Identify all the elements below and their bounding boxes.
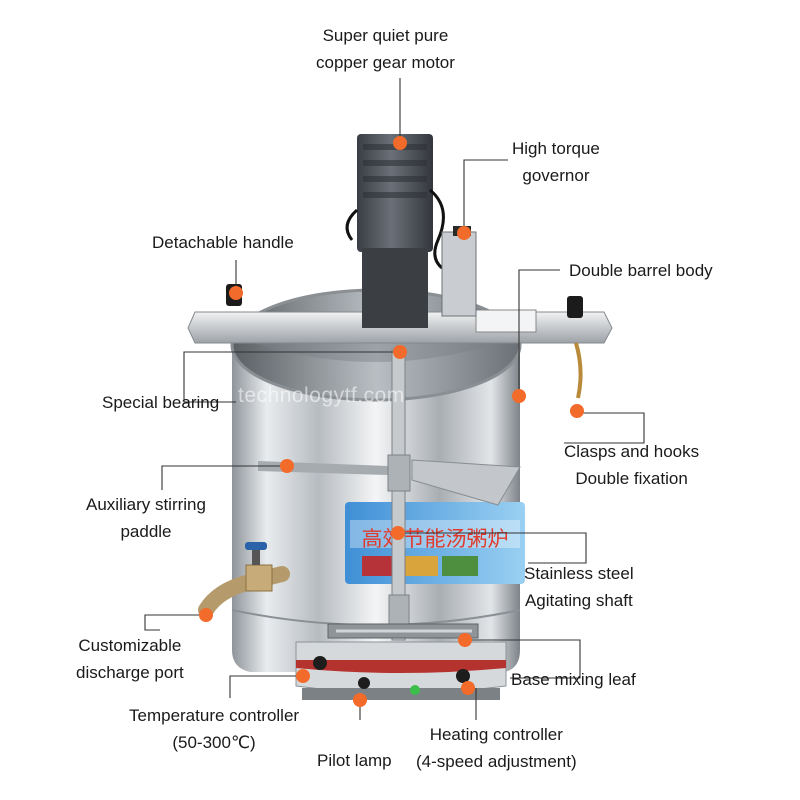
label-bearing: Special bearing — [102, 389, 219, 416]
label-discharge-line1: Customizable — [78, 636, 182, 655]
marker-base-leaf — [458, 633, 472, 647]
pot-label-panel: 高效节能汤粥炉 — [345, 502, 525, 584]
label-paddle-line2: paddle — [120, 522, 172, 541]
marker-paddle — [280, 459, 294, 473]
label-motor-line1: Super quiet pure — [322, 26, 449, 45]
marker-dots — [199, 136, 584, 707]
label-base-leaf-line1: Base mixing leaf — [511, 670, 636, 689]
label-motor: Super quiet pure copper gear motor — [316, 22, 455, 76]
base-mixing-leaf — [327, 623, 479, 639]
watermark: technologytf.com — [238, 384, 405, 407]
label-handle-line1: Detachable handle — [152, 233, 294, 252]
label-governor-line1: High torque — [512, 139, 600, 158]
gear-motor — [345, 134, 445, 328]
label-base-leaf: Base mixing leaf — [511, 666, 636, 693]
label-barrel: Double barrel body — [569, 257, 713, 284]
label-clasps-line1: Clasps and hooks — [564, 442, 700, 461]
label-barrel-line1: Double barrel body — [569, 261, 713, 280]
marker-discharge — [199, 608, 213, 622]
label-heating-line2: (4-speed adjustment) — [416, 752, 577, 771]
clasp-hook — [574, 342, 583, 399]
label-paddle-line1: Auxiliary stirring — [86, 495, 206, 514]
label-clasps-line2: Double fixation — [575, 469, 688, 488]
marker-temp — [296, 669, 310, 683]
label-heating-line1: Heating controller — [429, 725, 563, 744]
label-pilot-line1: Pilot lamp — [317, 751, 392, 770]
marker-motor — [393, 136, 407, 150]
marker-barrel — [512, 389, 526, 403]
marker-handle — [229, 286, 243, 300]
indicator-light — [410, 685, 420, 695]
marker-shaft — [391, 526, 405, 540]
label-temp: Temperature controller (50-300℃) — [129, 702, 299, 756]
label-temp-line1: Temperature controller — [129, 706, 300, 725]
marker-clasps — [570, 404, 584, 418]
discharge-port — [198, 542, 290, 618]
label-discharge-line2: discharge port — [76, 663, 184, 682]
label-shaft-line2: Agitating shaft — [524, 591, 633, 610]
label-bearing-line1: Special bearing — [102, 393, 220, 412]
label-handle: Detachable handle — [152, 229, 294, 256]
governor-box — [441, 226, 477, 317]
label-temp-line2: (50-300℃) — [172, 733, 256, 752]
label-shaft-line1: Stainless steel — [524, 564, 634, 583]
pilot-lamp-body — [358, 677, 370, 689]
label-pilot: Pilot lamp — [317, 747, 392, 774]
marker-bearing — [393, 345, 407, 359]
handle-right — [567, 296, 583, 318]
marker-pilot — [353, 693, 367, 707]
label-governor-line2: governor — [522, 166, 590, 185]
label-discharge: Customizable discharge port — [76, 632, 184, 686]
agitating-shaft — [387, 349, 411, 641]
leader-lines — [144, 78, 645, 720]
label-governor: High torque governor — [512, 135, 600, 189]
marker-governor — [457, 226, 471, 240]
label-clasps: Clasps and hooks Double fixation — [564, 438, 699, 492]
label-heating: Heating controller (4-speed adjustment) — [416, 721, 577, 775]
marker-heating — [461, 681, 475, 695]
heating-knob — [456, 669, 470, 683]
temperature-knob — [313, 656, 327, 670]
label-paddle: Auxiliary stirring paddle — [86, 491, 206, 545]
label-motor-line2: copper gear motor — [316, 53, 455, 72]
panel-text: 高效节能汤粥炉 — [362, 527, 509, 551]
label-shaft: Stainless steel Agitating shaft — [524, 560, 634, 614]
